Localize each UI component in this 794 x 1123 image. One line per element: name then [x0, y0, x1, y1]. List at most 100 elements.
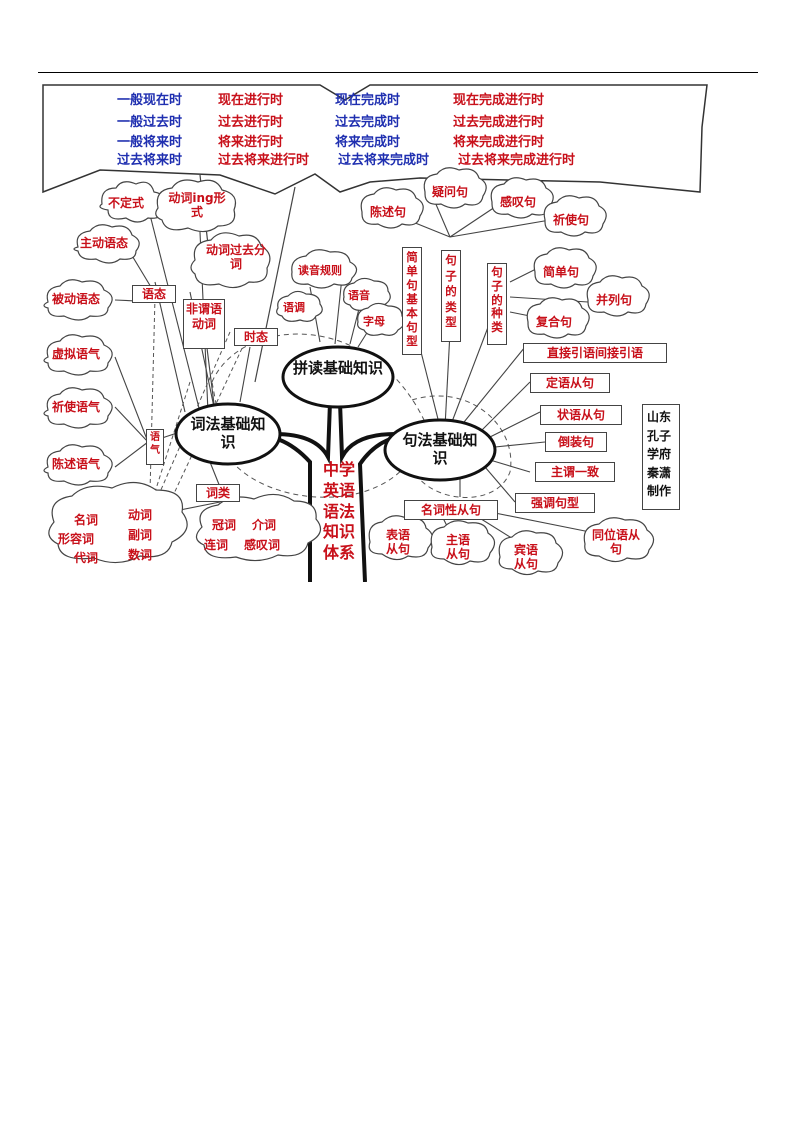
box-emphasis: 强调句型: [515, 493, 595, 513]
box-basic-patterns: 简单句基本句型: [402, 247, 422, 355]
cloud-imperative-mood: [43, 387, 113, 429]
cloud-rules: [291, 249, 358, 289]
box-tense: 时态: [234, 328, 278, 346]
cloud-intonation: [276, 290, 323, 322]
tense-2-0: 一般将来时: [117, 135, 183, 150]
cloud-exclamatory: [490, 177, 554, 219]
label-indicative: 陈述语气: [52, 457, 101, 471]
cloud-imperative: [543, 195, 607, 237]
author-line-1: 孔子: [647, 428, 672, 443]
tense-2-2: 将来完成时: [335, 135, 401, 150]
label-subjunctive: 虚拟语气: [52, 347, 101, 361]
label-rules: 读音规则: [298, 264, 342, 277]
pos-conjunction: 连词: [204, 538, 229, 552]
diagram-graphics: [42, 84, 708, 582]
cloud-active: [73, 224, 140, 264]
tense-bubble: [42, 84, 708, 195]
label-declarative: 陈述句: [370, 205, 407, 219]
grammar-mind-map: 一般现在时 现在进行时 现在完成时 现在完成进行时 一般过去时 过去进行时 过去…: [40, 82, 710, 582]
cloud-subject-clause: [430, 520, 496, 566]
tense-1-0: 一般过去时: [117, 115, 183, 130]
box-sentence-types: 句子的类型: [441, 250, 461, 342]
label-participle: 动词过去分词: [205, 243, 266, 271]
cloud-gerund: [155, 179, 237, 233]
hub-morphology: 词法基础知识: [190, 415, 266, 451]
tense-3-2: 过去将来完成时: [338, 153, 430, 168]
label-imperative: 祈使句: [553, 213, 590, 227]
cloud-sound: [343, 277, 391, 311]
label-letters: 字母: [363, 315, 385, 328]
cloud-participle: [190, 232, 271, 289]
pos-article: 冠词: [212, 518, 237, 532]
author-box: 山东 孔子 学府 秦潇 制作: [642, 404, 680, 510]
box-adverbial: 状语从句: [540, 405, 622, 425]
cloud-simple: [533, 247, 597, 289]
tense-1-1: 过去进行时: [218, 115, 284, 130]
label-interrogative: 疑问句: [432, 185, 469, 199]
label-sound: 语音: [348, 289, 370, 302]
box-speech: 直接引语间接引语: [523, 343, 667, 363]
cloud-indicative: [43, 444, 113, 486]
box-inversion: 倒装句: [545, 432, 607, 452]
label-passive-voice: 被动语态: [52, 292, 101, 306]
box-mood: 语气: [146, 429, 164, 465]
label-imperative-mood: 祈使语气: [52, 400, 101, 414]
label-compound: 并列句: [596, 293, 633, 307]
pos-numeral: 数词: [128, 548, 153, 562]
trunk-title: 中学英语语法知识体系: [322, 460, 355, 563]
cloud-interrogative: [423, 167, 487, 209]
label-object-clause: 宾语从句: [513, 543, 538, 571]
hub-morphology-ellipse: [174, 402, 282, 466]
tense-2-3: 将来完成进行时: [453, 135, 545, 150]
tense-0-0: 一般现在时: [117, 93, 183, 108]
pos-adjective: 形容词: [58, 532, 95, 546]
tense-3-0: 过去将来时: [117, 153, 183, 168]
label-simple: 简单句: [543, 265, 580, 279]
tense-1-3: 过去完成进行时: [453, 115, 545, 130]
hub-phonics: 拼读基础知识: [292, 359, 383, 377]
pos-pronoun: 代词: [74, 551, 99, 565]
label-infinitive: 不定式: [108, 196, 145, 210]
hub-phonics-ellipse: [281, 345, 395, 409]
cloud-object-clause: [498, 530, 564, 576]
cloud-subjunctive: [43, 334, 113, 376]
hub-syntax-ellipse: [383, 418, 497, 482]
author-line-4: 制作: [647, 484, 672, 499]
cloud-pos-a: [48, 481, 188, 564]
cloud-compound: [586, 275, 650, 317]
pos-interjection: 感叹词: [244, 538, 281, 552]
cloud-passive: [43, 279, 113, 321]
label-intonation: 语调: [283, 301, 305, 314]
box-agreement: 主谓一致: [535, 462, 615, 482]
box-nonfinite: 非谓语动词: [183, 299, 225, 349]
label-active-voice: 主动语态: [80, 236, 129, 250]
tense-0-2: 现在完成时: [335, 93, 401, 108]
box-voice: 语态: [132, 285, 176, 303]
tense-3-3: 过去将来完成进行时: [458, 153, 576, 168]
tense-0-3: 现在完成进行时: [453, 93, 545, 108]
label-exclamatory: 感叹句: [500, 195, 537, 209]
cloud-appositive: [583, 517, 655, 563]
label-subject-clause: 主语从句: [445, 533, 470, 561]
pos-verb: 动词: [128, 508, 153, 522]
author-line-3: 秦潇: [647, 465, 672, 480]
author-line-0: 山东: [647, 410, 672, 424]
tense-3-1: 过去将来进行时: [218, 153, 310, 168]
label-gerund: 动词ing形式: [168, 191, 226, 219]
hub-syntax: 句法基础知识: [402, 431, 478, 467]
box-attributive: 定语从句: [530, 373, 610, 393]
author-line-2: 学府: [647, 447, 672, 462]
box-pos: 词类: [196, 484, 240, 502]
label-predicative: 表语从句: [385, 528, 410, 556]
cloud-complex: [526, 297, 590, 339]
tense-2-1: 将来进行时: [218, 135, 284, 150]
label-appositive: 同位语从句: [592, 528, 641, 556]
box-sentence-kinds: 句子的种类: [487, 263, 507, 345]
tense-1-2: 过去完成时: [335, 115, 401, 130]
label-complex: 复合句: [536, 315, 573, 329]
pos-preposition: 介词: [252, 518, 277, 532]
pos-adverb: 副词: [128, 528, 153, 542]
pos-noun: 名词: [74, 513, 99, 527]
cloud-declarative: [360, 187, 424, 229]
header-rule: [38, 72, 758, 73]
